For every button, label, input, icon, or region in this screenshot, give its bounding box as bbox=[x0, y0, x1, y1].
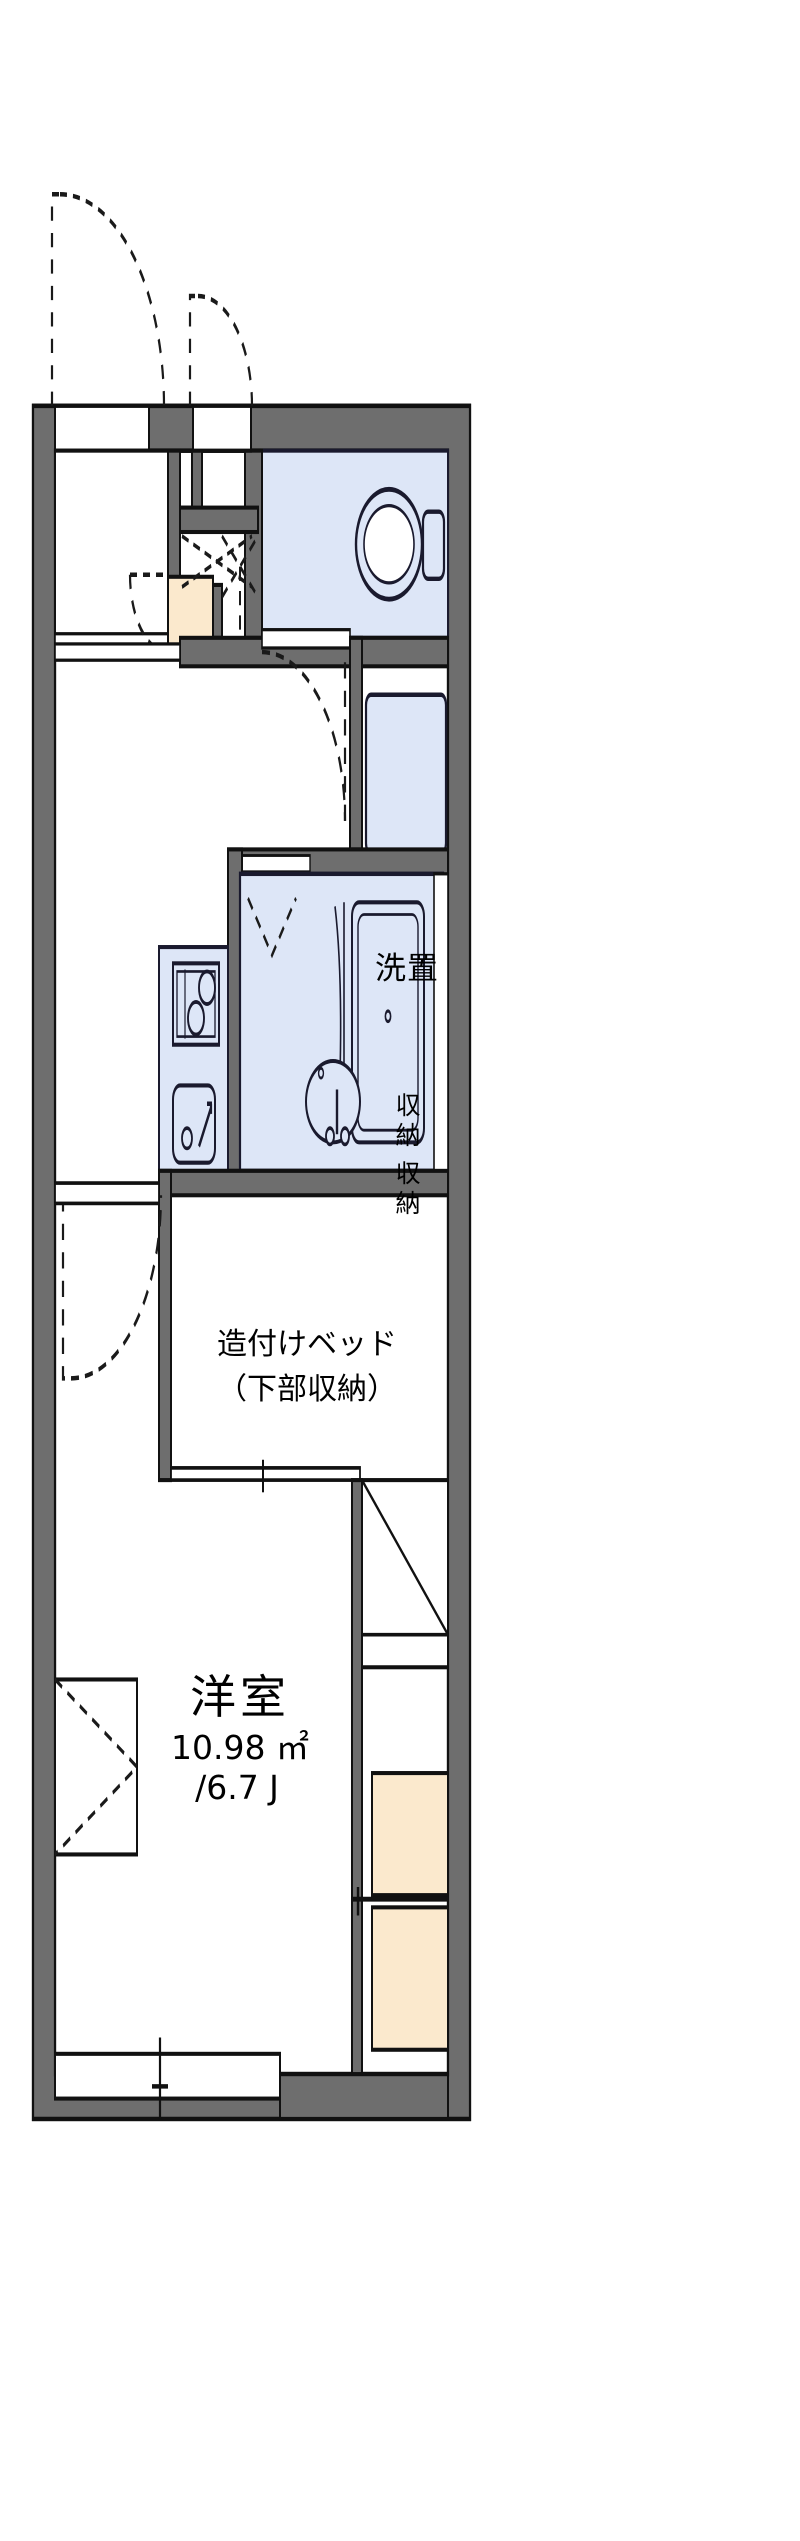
window-left bbox=[54, 1677, 140, 1857]
meter-door-opening bbox=[192, 403, 252, 453]
closet-lower bbox=[371, 1905, 449, 2052]
washer-space-panel bbox=[364, 692, 448, 856]
entry-door-opening bbox=[54, 403, 150, 453]
toilet-icon bbox=[354, 486, 446, 602]
built-in-bed-zone bbox=[158, 1168, 449, 1493]
closet-divider bbox=[352, 1886, 448, 1916]
main-room-door-swing bbox=[261, 649, 347, 821]
built-in-bed-label-line2: （下部収納） bbox=[217, 1372, 397, 1407]
toilet-door-swing bbox=[181, 534, 259, 638]
entrance-hall bbox=[54, 448, 169, 654]
closet-upper-label-line1: 収 bbox=[395, 1091, 421, 1120]
bottom-wall bbox=[279, 2072, 449, 2121]
room-entry-door-swing bbox=[61, 1195, 163, 1381]
built-in-bed-label-line1: 造付けベッド bbox=[217, 1327, 397, 1362]
closet-lower-label-line2: 納 bbox=[395, 1189, 421, 1218]
door-swing-arcs-top bbox=[50, 192, 254, 406]
wall-washer-left bbox=[349, 635, 363, 852]
wall-opening-left bbox=[54, 1181, 160, 1206]
closet-upper bbox=[371, 1771, 449, 1898]
closet-upper-label-line2: 納 bbox=[395, 1121, 421, 1150]
room-jo-label: /6.7 J bbox=[195, 1768, 279, 1807]
kitchen bbox=[158, 945, 229, 1173]
bath-door-swing bbox=[247, 896, 297, 959]
closet-lower-label-line1: 収 bbox=[395, 1159, 421, 1188]
room-name-label: 洋室 bbox=[190, 1670, 290, 1724]
room-area-label: 10.98 ㎡ bbox=[171, 1728, 309, 1767]
wall-right-closets bbox=[351, 1478, 363, 2077]
washer-space-label: 洗置 bbox=[375, 951, 439, 987]
bath-room bbox=[238, 871, 449, 1174]
shoe-cabinet bbox=[167, 574, 214, 648]
stair-void bbox=[361, 1478, 449, 1670]
wall-under-top bbox=[54, 628, 449, 669]
window-bottom bbox=[54, 2037, 281, 2119]
